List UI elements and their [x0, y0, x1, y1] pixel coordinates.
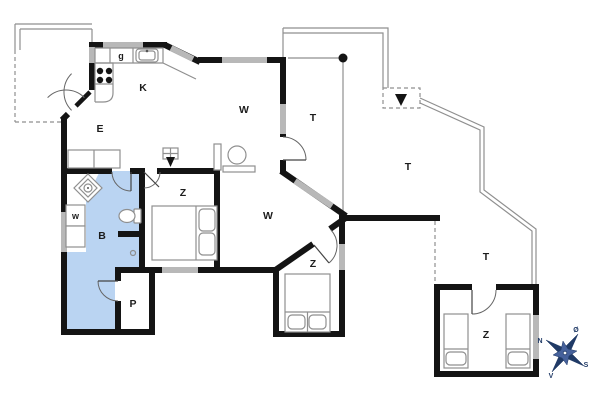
bathroom-fixtures	[65, 173, 142, 257]
compass-east-label: Ø	[573, 327, 579, 334]
compass-rose: N Ø S V	[537, 327, 588, 380]
stool	[227, 145, 247, 165]
sink-icon	[135, 48, 159, 63]
room-label-living: W	[239, 104, 249, 116]
room-label-living-2: W	[263, 210, 273, 222]
room-label-bathroom: B	[98, 230, 106, 242]
room-label-terrace-right: T	[405, 161, 412, 173]
toilet-icon	[118, 208, 142, 224]
room-label-entry: E	[96, 123, 103, 135]
room-label-bedroom1: Z	[180, 187, 187, 199]
bath-cabinet	[65, 225, 86, 248]
roof-overhang-line	[419, 97, 537, 287]
windows	[61, 42, 539, 359]
single-bed-right	[505, 313, 531, 369]
kitchen-fixtures	[94, 47, 197, 103]
compass-north-label: N	[537, 338, 542, 345]
room-label-bedroom3: Z	[483, 329, 490, 341]
double-bed-bedroom1	[151, 205, 218, 261]
desk	[213, 143, 256, 173]
label-appliance-g: g	[118, 51, 124, 61]
terrace-post	[288, 53, 348, 213]
bathroom-floor	[67, 171, 139, 329]
compass-west-label: V	[549, 373, 554, 380]
closet	[67, 149, 121, 169]
stove-burners-icon	[96, 67, 113, 84]
double-bed-bedroom2	[284, 273, 331, 333]
room-label-kitchen: K	[139, 82, 147, 94]
room-label-small-room: P	[129, 298, 136, 310]
wood-stove-icon	[162, 147, 179, 167]
stairs-down-icon	[382, 87, 421, 109]
room-label-terrace-lower: T	[483, 251, 490, 263]
label-washing-machine: w	[71, 211, 80, 221]
deck-railing	[14, 23, 93, 123]
room-label-bedroom2: Z	[310, 258, 317, 270]
compass-south-label: S	[584, 362, 589, 369]
terrace-railing	[282, 27, 389, 88]
shower-icon	[73, 173, 103, 203]
room-label-terrace-top: T	[310, 112, 317, 124]
doors	[47, 73, 497, 315]
single-bed-left	[443, 313, 469, 369]
floor-drain-icon	[129, 249, 137, 257]
entry-door-arc	[47, 73, 85, 111]
